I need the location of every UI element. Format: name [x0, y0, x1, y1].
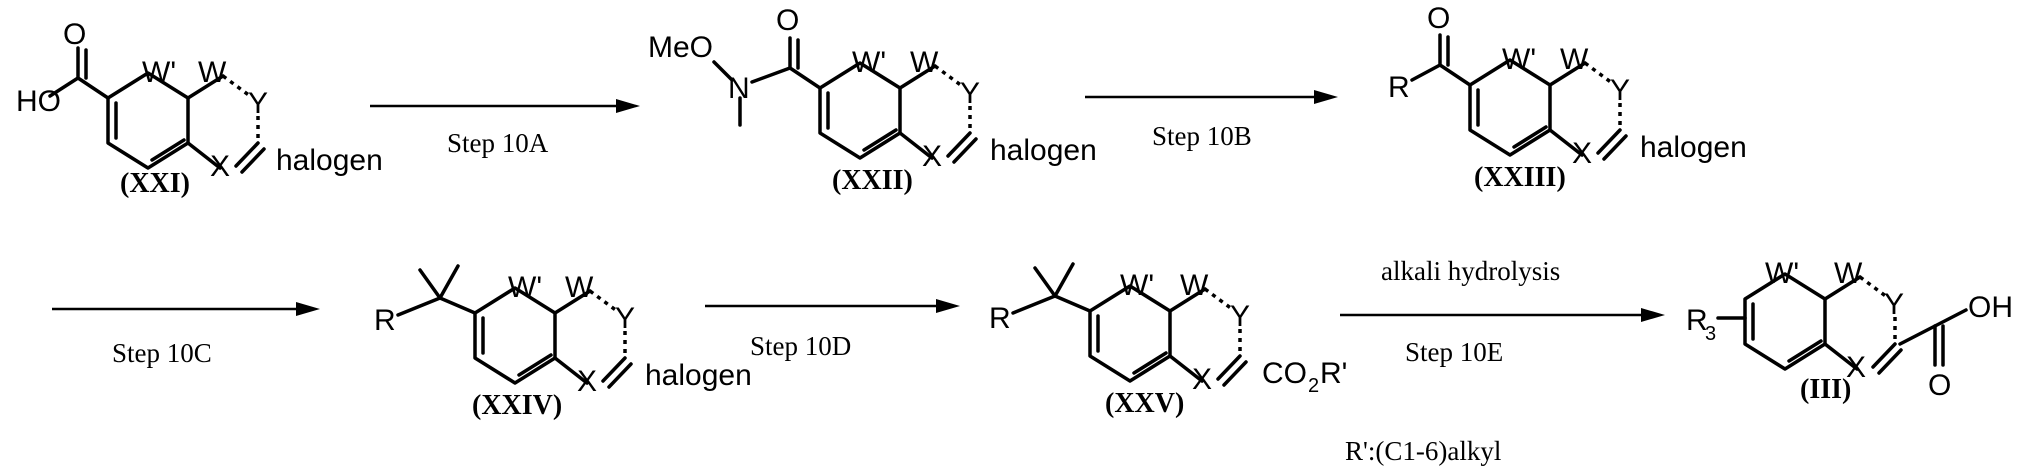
atom-subscript: 3: [1705, 323, 1716, 345]
compound-XXIV: R W' W Y X halogen (XXIV): [374, 266, 752, 421]
compound-label: (XXI): [120, 168, 190, 199]
atom-label: halogen: [276, 144, 383, 177]
r-prime-definition: R':(C1-6)alkyl: [1345, 436, 1501, 466]
atom-label: W': [1502, 43, 1536, 76]
atom-label: W: [1180, 269, 1209, 302]
reaction-arrow-10D: Step 10D: [705, 299, 960, 361]
atom-label: Y: [248, 87, 268, 120]
atom-label: W': [1765, 257, 1799, 290]
atom-label: W': [1120, 269, 1154, 302]
compound-XXIII: O R W' W Y X halogen (XXIII): [1388, 2, 1747, 193]
atom-label: X: [210, 150, 230, 183]
atom-label: MeO: [648, 31, 713, 64]
step-label: Step 10E: [1405, 337, 1503, 367]
reaction-arrow-10B: Step 10B: [1085, 90, 1338, 151]
atom-label: W: [1834, 257, 1863, 290]
atom-label: halogen: [645, 359, 752, 392]
compound-XXV: R W' W Y X CO 2 R' (XXV): [989, 264, 1347, 419]
compound-III: R 3 W' W Y X OH O (III): [1686, 257, 2013, 405]
atom-label: R': [1320, 357, 1347, 390]
compound-XXI: O HO W' W Y X halogen (XXI): [16, 18, 383, 199]
compound-label: (III): [1800, 374, 1851, 405]
atom-label: R: [1388, 71, 1410, 104]
atom-label: W: [1560, 43, 1589, 76]
atom-label: X: [1572, 137, 1592, 170]
atom-label: O: [776, 4, 799, 37]
atom-label: W: [198, 56, 227, 89]
reagent-label: alkali hydrolysis: [1381, 256, 1560, 286]
atom-label: OH: [1968, 291, 2013, 324]
atom-label: W: [565, 271, 594, 304]
step-label: Step 10A: [447, 128, 549, 158]
reaction-arrow-10E: alkali hydrolysis Step 10E: [1340, 256, 1665, 367]
atom-label: O: [1427, 2, 1450, 35]
atom-label: R: [989, 302, 1011, 335]
step-label: Step 10C: [112, 338, 212, 368]
atom-label: Y: [1230, 300, 1250, 333]
atom-label: HO: [16, 85, 61, 118]
reaction-arrow-10A: Step 10A: [370, 99, 640, 158]
compound-label: (XXIV): [472, 390, 562, 421]
step-label: Step 10B: [1152, 121, 1252, 151]
atom-label: halogen: [990, 134, 1097, 167]
atom-label: Y: [960, 77, 980, 110]
atom-label: halogen: [1640, 131, 1747, 164]
compound-XXII: O MeO N W' W Y X halogen (XXII): [648, 4, 1097, 196]
atom-label: R: [374, 304, 396, 337]
atom-label: X: [577, 365, 597, 398]
atom-label: Y: [1610, 74, 1630, 107]
atom-label: Y: [615, 302, 635, 335]
atom-label: Y: [1884, 288, 1904, 321]
atom-subscript: 2: [1308, 375, 1319, 397]
atom-label: O: [1928, 369, 1951, 402]
step-label: Step 10D: [750, 331, 851, 361]
compound-label: (XXV): [1105, 388, 1184, 419]
compound-label: (XXIII): [1474, 162, 1566, 193]
reaction-arrow-10C: Step 10C: [52, 302, 320, 368]
atom-label: O: [63, 18, 86, 51]
atom-label: W': [508, 271, 542, 304]
atom-label: CO: [1262, 357, 1307, 390]
atom-label: W': [852, 46, 886, 79]
atom-label: X: [1192, 363, 1212, 396]
compound-label: (XXII): [832, 165, 913, 196]
atom-label: W': [142, 56, 176, 89]
atom-label: W: [910, 46, 939, 79]
atom-label: N: [728, 72, 750, 105]
atom-label: X: [922, 140, 942, 173]
